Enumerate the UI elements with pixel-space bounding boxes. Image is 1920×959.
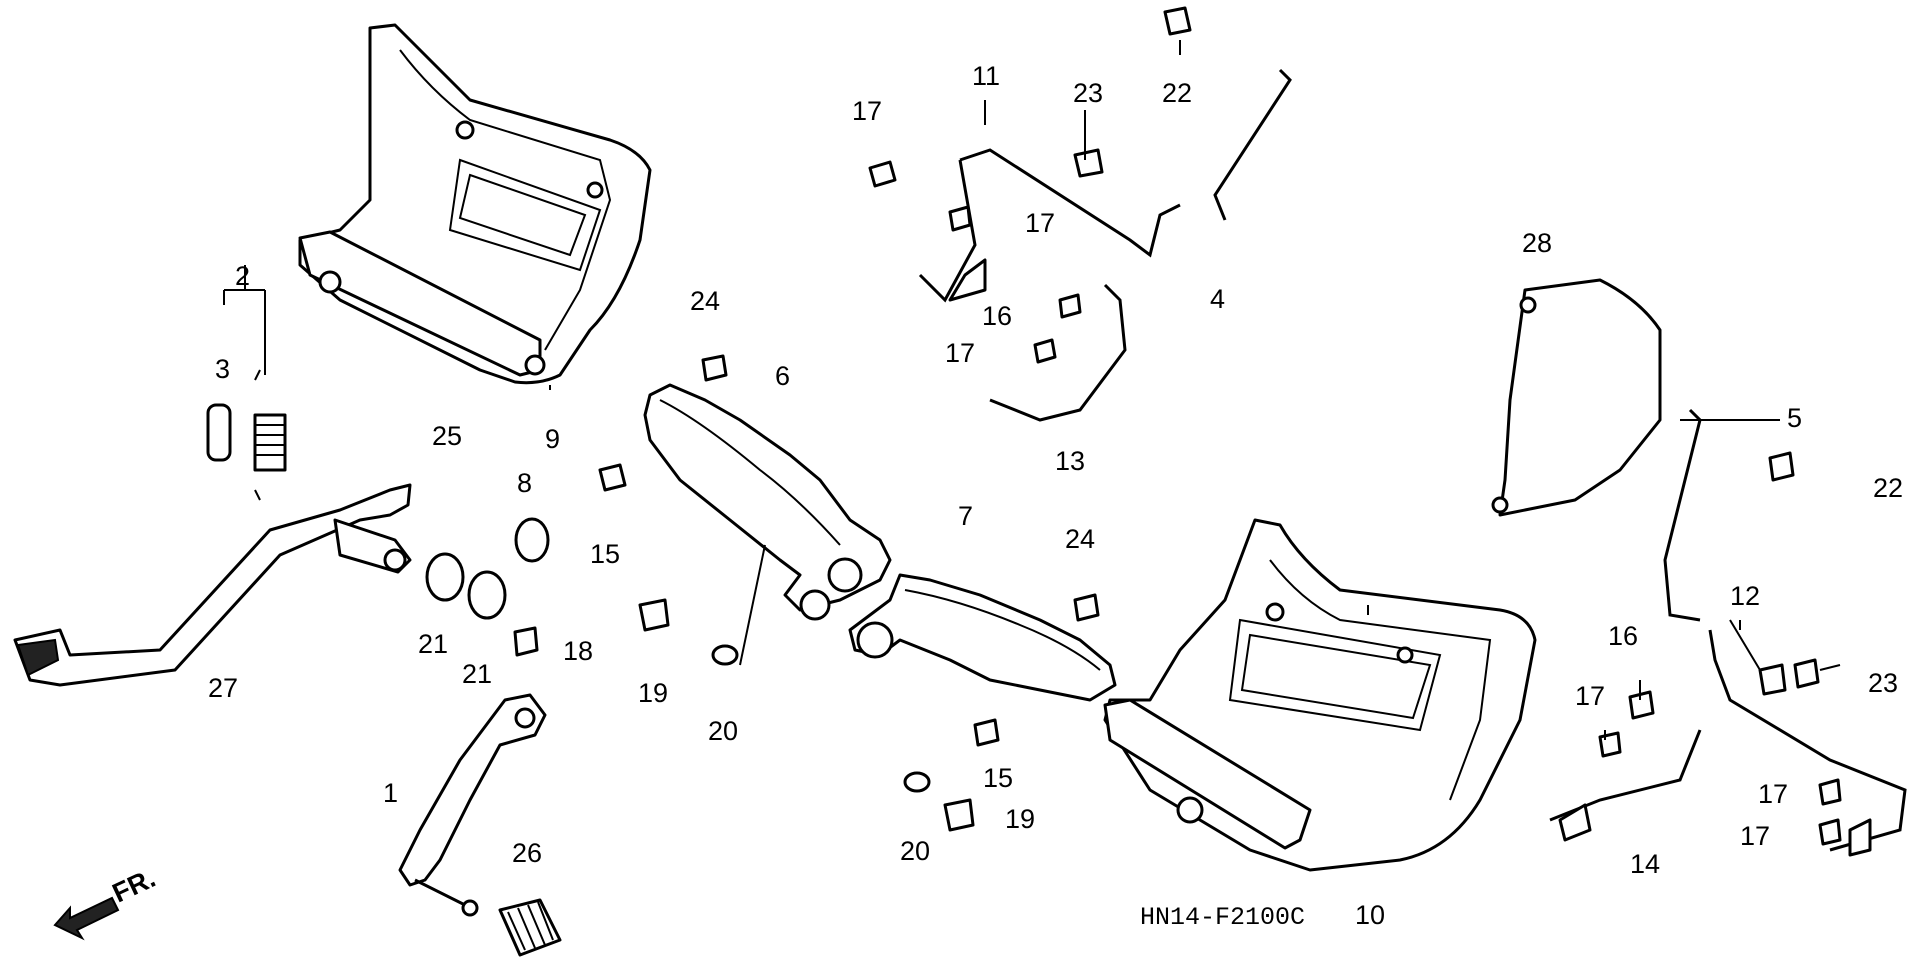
diagram-code: HN14-F2100C [1140,903,1305,932]
fasteners [513,6,1842,846]
callout-20b: 20 [900,836,930,866]
callout-25: 25 [432,421,462,451]
part-6-footpeg-left [643,383,892,621]
callout-2: 2 [235,261,250,291]
callout-1: 1 [383,778,398,808]
part-7-footpeg-right [848,573,1117,702]
part-27-brake-pedal [13,483,412,687]
leader-lines [223,40,1841,740]
callout-22b: 22 [1873,473,1903,503]
callout-27: 27 [208,673,238,703]
callout-17d: 17 [1575,681,1605,711]
callout-19b: 19 [1005,804,1035,834]
callout-17e: 17 [1758,779,1788,809]
callout-3: 3 [215,354,230,384]
callout-23b: 23 [1868,668,1898,698]
callout-12: 12 [1730,581,1760,611]
callout-labels: 1 2 3 4 5 6 7 8 9 10 11 12 13 14 15 15 1… [208,61,1903,930]
front-direction-arrow: FR. [53,863,160,941]
callout-9: 9 [545,424,560,454]
part-1-shift-pedal [398,693,547,917]
callout-17a: 17 [852,96,882,126]
callout-23a: 23 [1073,78,1103,108]
callout-24a: 24 [690,286,720,316]
callout-15a: 15 [590,539,620,569]
part-10-footrest-guard-right [1103,518,1537,872]
callout-26: 26 [512,838,542,868]
callout-21a: 21 [418,629,448,659]
callout-5: 5 [1787,403,1802,433]
part-8-seal [514,517,550,563]
callout-8: 8 [517,468,532,498]
part-26-shift-rubber [498,898,562,957]
callout-21b: 21 [462,659,492,689]
callout-17c: 17 [945,338,975,368]
part-2-3-spring-collar [206,369,287,501]
callout-22a: 22 [1162,78,1192,108]
callout-28: 28 [1522,228,1552,258]
part-28-plate [1491,278,1662,517]
callout-20a: 20 [708,716,738,746]
parts-rods-clamps [918,68,1907,857]
part-21-collars [425,552,507,620]
callout-13: 13 [1055,446,1085,476]
callout-15b: 15 [983,763,1013,793]
callout-6: 6 [775,361,790,391]
callout-16b: 16 [1608,621,1638,651]
part-9-footrest-guard-left [298,23,652,385]
callout-11: 11 [972,61,1000,91]
callout-17f: 17 [1740,821,1770,851]
callout-19a: 19 [638,678,668,708]
callout-10: 10 [1355,900,1385,930]
front-direction-label: FR. [108,863,160,909]
callout-16a: 16 [982,301,1012,331]
callout-18: 18 [563,636,593,666]
callout-24b: 24 [1065,524,1095,554]
callout-17b: 17 [1025,208,1055,238]
callout-14: 14 [1630,849,1660,879]
callout-7: 7 [958,501,973,531]
callout-4: 4 [1210,284,1225,314]
